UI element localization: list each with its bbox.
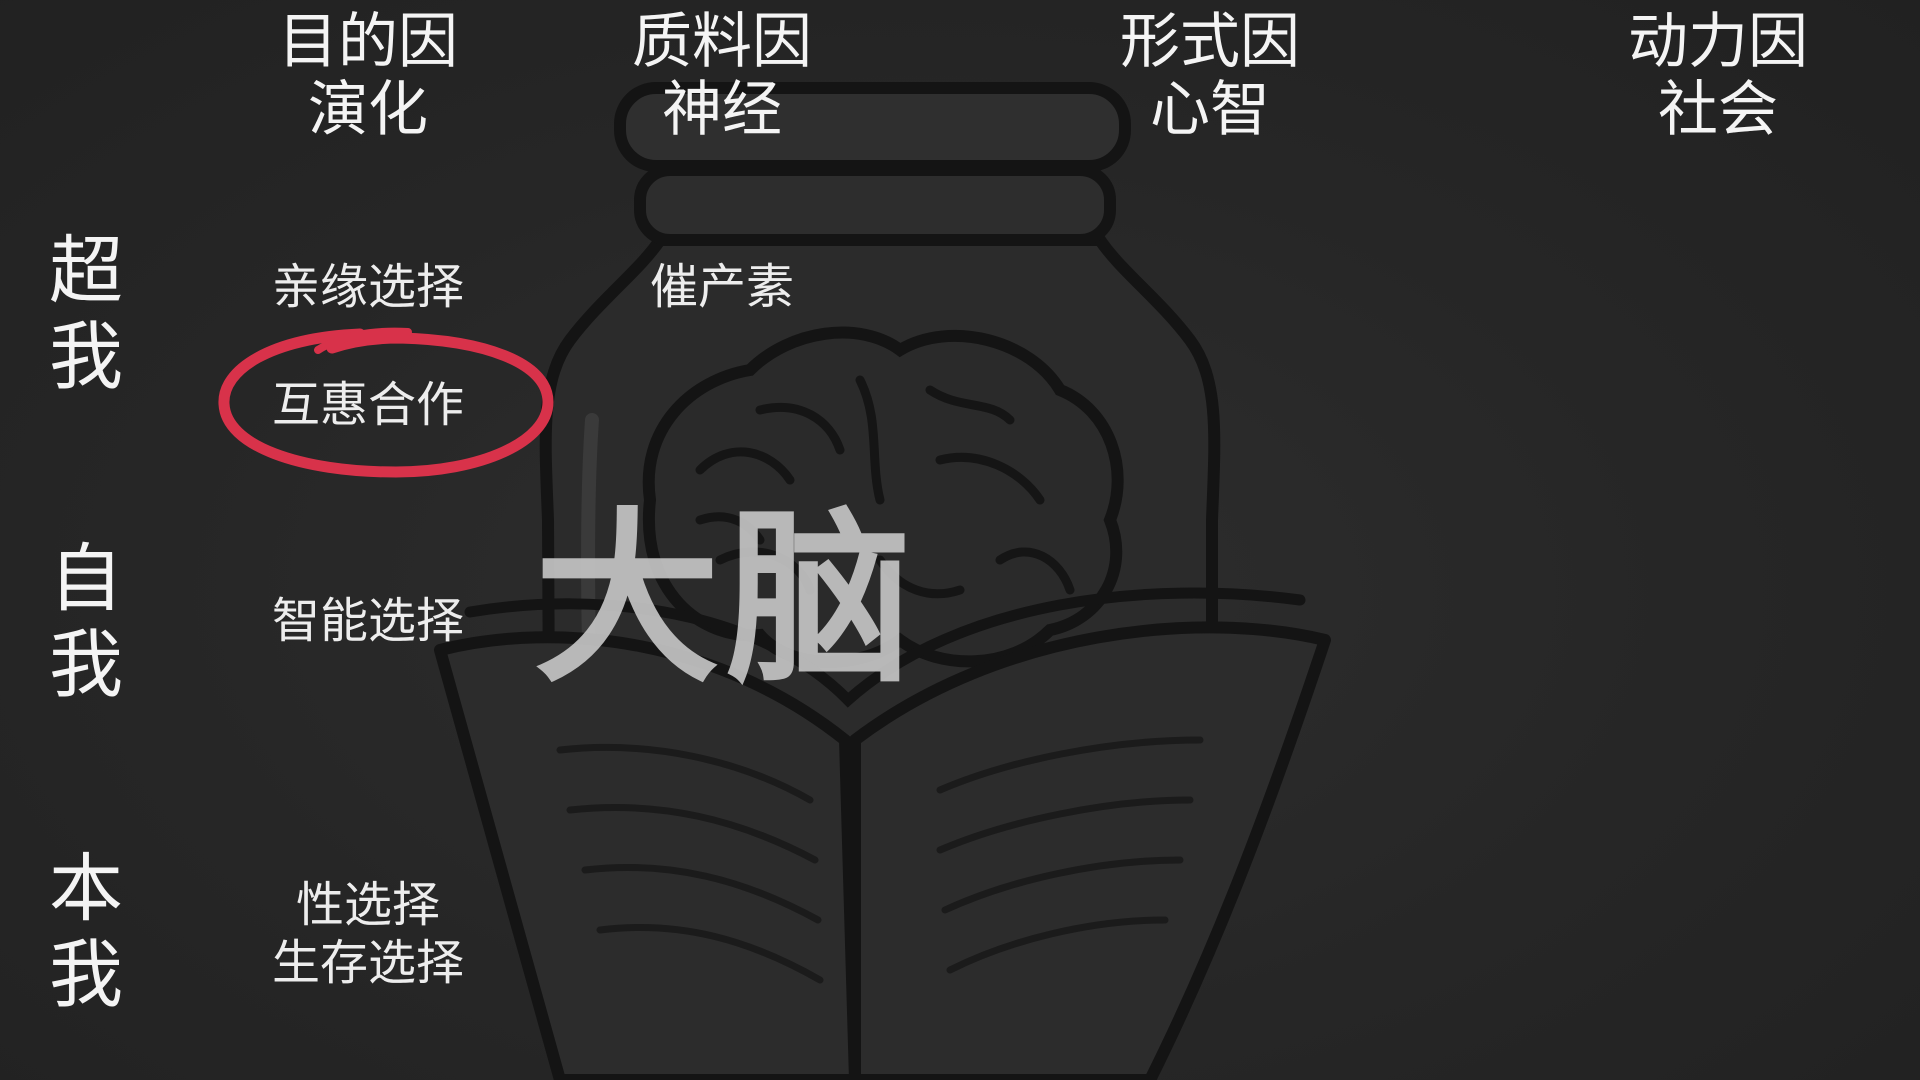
cell-oxytocin: 催产素: [649, 259, 795, 315]
column-title: 形式因: [1120, 7, 1300, 77]
column-title: 质料因: [632, 7, 812, 77]
column-title: 动力因: [1628, 7, 1808, 77]
column-subtitle: 神经: [662, 75, 782, 145]
column-title: 目的因: [278, 7, 458, 77]
cell-reciprocal-cooperation: 互惠合作: [271, 377, 465, 433]
cell-id-selection: 性选择 生存选择: [272, 876, 464, 992]
open-book-icon: [434, 587, 1331, 1080]
column-subtitle: 心智: [1150, 75, 1270, 145]
row-header-char: 我: [49, 622, 123, 708]
column-subtitle: 社会: [1658, 75, 1778, 145]
cell-sexual-selection: 性选择: [295, 877, 441, 933]
row-header-char: 超: [49, 228, 123, 314]
column-header-material-cause: 质料因 神经: [632, 8, 812, 144]
row-header-char: 自: [49, 536, 123, 622]
row-header-char: 本: [49, 846, 123, 932]
row-header-superego: 超 我: [49, 228, 123, 400]
highlight-circle: [218, 327, 554, 478]
column-subtitle: 演化: [308, 75, 428, 145]
row-header-char: 我: [49, 932, 123, 1018]
column-header-final-cause: 目的因 演化: [278, 8, 458, 144]
column-header-formal-cause: 形式因 心智: [1120, 8, 1300, 144]
cell-intelligence-selection: 智能选择: [271, 593, 465, 649]
row-header-id: 本 我: [49, 846, 123, 1018]
cell-kin-selection: 亲缘选择: [271, 259, 465, 315]
row-header-char: 我: [49, 314, 123, 400]
center-label-brain: 大脑: [533, 491, 919, 708]
column-header-efficient-cause: 动力因 社会: [1628, 8, 1808, 144]
row-header-ego: 自 我: [49, 536, 123, 708]
cell-survival-selection: 生存选择: [271, 935, 465, 991]
